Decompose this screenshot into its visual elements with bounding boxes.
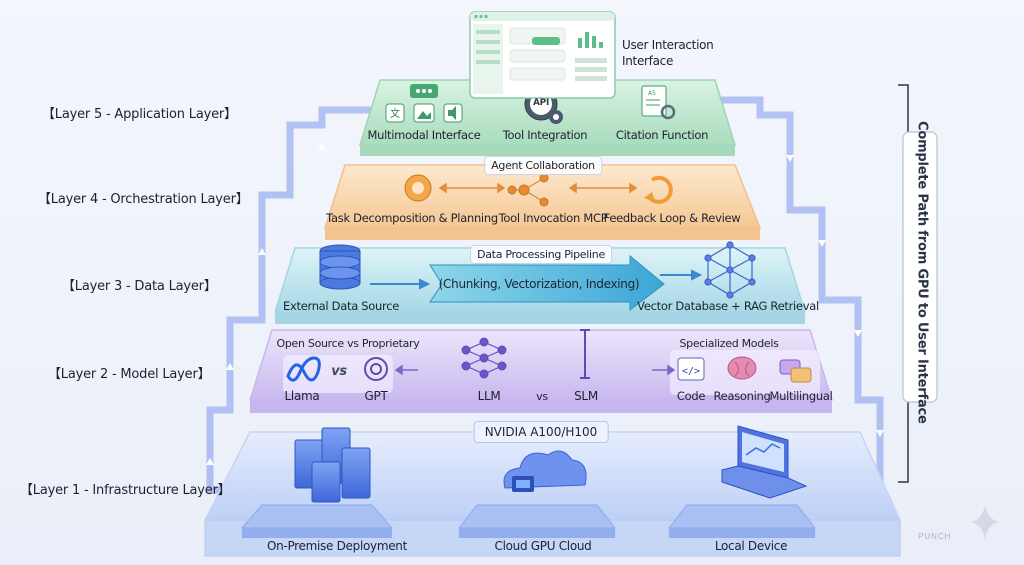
- sparkle-icon: [970, 504, 1000, 540]
- layer-5-label: 【Layer 5 - Application Layer】: [42, 107, 237, 122]
- mcp-network-icon: [507, 173, 549, 207]
- llm-network-icon: [461, 337, 507, 379]
- layer-5-platform: 文 A5: [358, 79, 737, 156]
- svg-text:A5: A5: [648, 90, 656, 97]
- openai-logo: [364, 357, 388, 381]
- pipeline-steps-label: (Chunking, Vectorization, Indexing): [438, 277, 640, 291]
- layer-1-platform: [203, 425, 902, 557]
- brain-icon: [727, 356, 757, 380]
- citation-function-label: Citation Function: [615, 128, 709, 142]
- open-source-title: Open Source vs Proprietary: [276, 337, 420, 350]
- laptop-icon: [721, 425, 808, 499]
- data-pipeline-banner: Data Processing Pipeline: [470, 245, 612, 264]
- watermark: PUNCH: [918, 532, 952, 541]
- layer-3-platform: [273, 241, 807, 324]
- user-interface-caption: User Interaction Interface: [622, 38, 714, 68]
- layer-1-label: 【Layer 1 - Infrastructure Layer】: [20, 483, 231, 498]
- specialized-models-title: Specialized Models: [679, 337, 779, 350]
- local-device-pedestal: [667, 504, 817, 538]
- llama-label: Llama: [284, 389, 320, 403]
- cloud-pedestal: [457, 504, 617, 538]
- layer-2-label: 【Layer 2 - Model Layer】: [48, 367, 211, 382]
- api-badge-label: API: [532, 98, 550, 108]
- multilingual-label: Multilingual: [769, 389, 833, 403]
- tool-invocation-label: Tool Invocation MCP: [498, 211, 608, 225]
- feedback-loop-icon: [644, 175, 673, 204]
- layer-3-label: 【Layer 3 - Data Layer】: [62, 279, 217, 294]
- ui-window-mockup: [469, 11, 616, 99]
- code-icon: </>: [677, 357, 705, 381]
- gpt-label: GPT: [364, 389, 388, 403]
- task-decomposition-label: Task Decomposition & Planning: [326, 211, 498, 225]
- on-premise-label: On-Premise Deployment: [266, 539, 408, 553]
- meta-logo: [286, 356, 321, 382]
- tool-integration-label: Tool Integration: [502, 128, 588, 142]
- cloud-gpu-label: Cloud GPU Cloud: [494, 539, 592, 553]
- database-icon: [319, 244, 361, 290]
- flow-paths: [206, 96, 884, 494]
- multilingual-icon: [779, 359, 812, 383]
- model-vs-label: vs: [331, 364, 347, 379]
- citation-doc-icon: A5: [641, 85, 676, 120]
- side-caption-text: Complete Path from GPU to User Interface: [914, 121, 930, 424]
- slm-bar-icon: [580, 329, 590, 379]
- multimodal-interface-label: Multimodal Interface: [367, 128, 481, 142]
- nvidia-chip-label: NVIDIA A100/H100: [473, 421, 609, 443]
- svg-text:文: 文: [390, 107, 400, 120]
- server-rack-icon: [294, 427, 371, 503]
- local-device-label: Local Device: [714, 539, 788, 553]
- cloud-gpu-icon: [503, 450, 587, 492]
- vector-database-label: Vector Database + RAG Retrieval: [637, 299, 819, 313]
- on-premise-pedestal: [240, 504, 394, 538]
- layer-4-label: 【Layer 4 - Orchestration Layer】: [38, 192, 249, 207]
- reasoning-label: Reasoning: [713, 389, 771, 403]
- agent-collaboration-banner: Agent Collaboration: [484, 156, 602, 175]
- layer-2-platform: </>: [248, 329, 834, 413]
- llm-slm-vs-label: vs: [536, 390, 548, 403]
- pipeline-arrow: [429, 254, 665, 312]
- feedback-loop-label: Feedback Loop & Review: [603, 211, 741, 225]
- code-label: Code: [676, 389, 706, 403]
- svg-text:</>: </>: [682, 366, 700, 377]
- task-planning-icon: [404, 174, 432, 202]
- flow-arrows: [206, 143, 884, 465]
- multimodal-icons: 文: [385, 84, 463, 123]
- vector-database-icon: [704, 241, 756, 299]
- llm-label: LLM: [477, 389, 501, 403]
- slm-label: SLM: [574, 389, 598, 403]
- external-data-source-label: External Data Source: [283, 299, 399, 313]
- side-caption: Complete Path from GPU to User Interface: [912, 121, 932, 424]
- layer-4-platform: [323, 164, 762, 240]
